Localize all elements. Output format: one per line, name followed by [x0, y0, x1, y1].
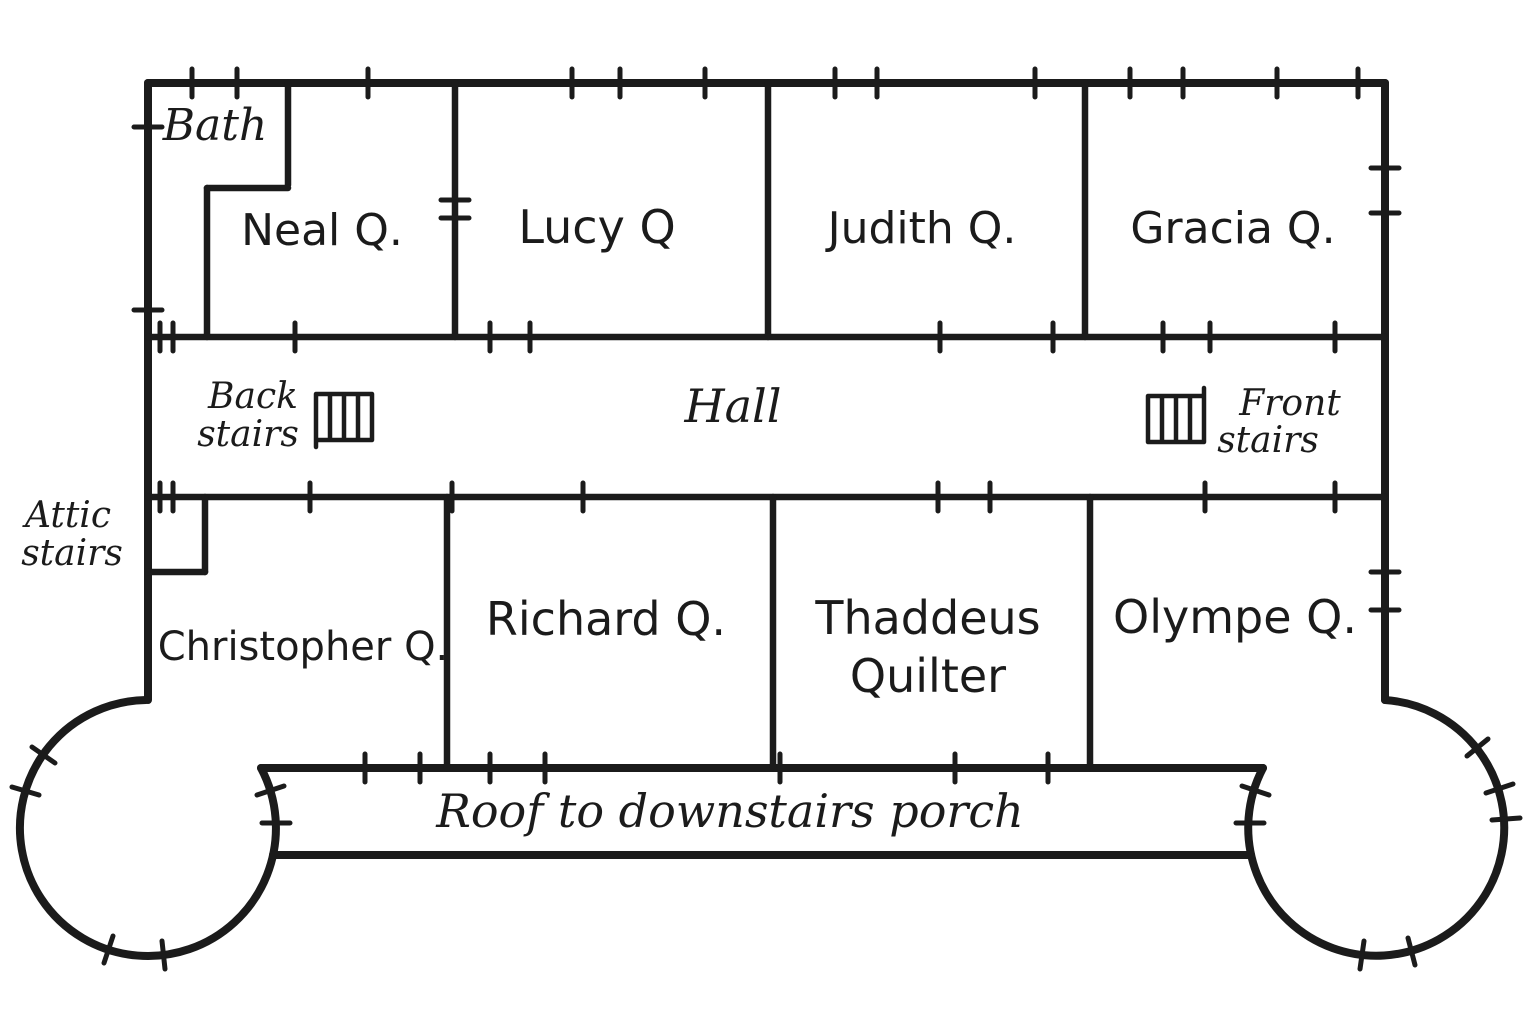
porch-roof-label: Roof to downstairs porch: [435, 784, 1024, 838]
room-label-thaddeus-line1: Thaddeus: [814, 591, 1040, 645]
room-label-olympe: Olympe Q.: [1113, 590, 1357, 644]
room-label-judith: Judith Q.: [825, 203, 1017, 254]
window-tick-marks: [9, 66, 1523, 972]
room-label-neal: Neal Q.: [241, 205, 403, 256]
room-label-bath: Bath: [162, 100, 268, 151]
back-stairs-icon: [313, 391, 375, 450]
room-label-christopher: Christopher Q.: [158, 624, 449, 670]
room-label-gracia: Gracia Q.: [1130, 203, 1335, 254]
right-turret: [1244, 696, 1509, 960]
front-stairs-label-line1: Front: [1238, 383, 1341, 424]
room-label-lucy: Lucy Q: [518, 200, 675, 254]
floor-plan-labels: Bath Neal Q. Lucy Q Judith Q. Gracia Q. …: [21, 100, 1357, 838]
left-turret: [15, 696, 280, 960]
back-stairs-label-line1: Back: [207, 376, 298, 417]
stairs-glyphs: [313, 385, 1207, 450]
room-label-thaddeus-line2: Quilter: [850, 649, 1006, 703]
front-stairs-label-line2: stairs: [1217, 420, 1319, 461]
attic-stairs-label-line1: Attic: [22, 495, 111, 536]
room-label-richard: Richard Q.: [486, 592, 726, 646]
back-stairs-label-line2: stairs: [197, 414, 299, 455]
floor-plan-walls: [9, 66, 1523, 972]
attic-stairs-label-line2: stairs: [21, 533, 123, 574]
room-label-hall: Hall: [684, 379, 782, 433]
interior-walls: [144, 79, 1389, 772]
front-stairs-icon: [1145, 385, 1207, 445]
